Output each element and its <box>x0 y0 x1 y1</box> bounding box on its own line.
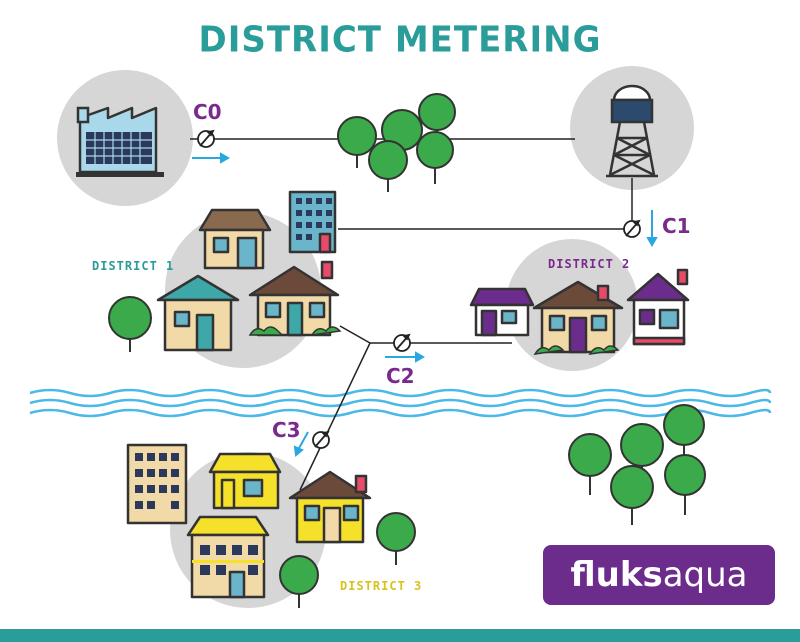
district-2-buildings <box>469 268 690 354</box>
district-1-buildings <box>156 190 340 352</box>
district-2-label: DISTRICT 2 <box>548 257 631 271</box>
meter-c3-label: C3 <box>272 418 301 442</box>
factory-icon <box>76 106 164 177</box>
district-3-buildings <box>126 443 372 599</box>
tree-district-3 <box>279 512 416 608</box>
pipes <box>190 138 633 491</box>
tree-cluster-top <box>337 93 456 192</box>
page-title: DISTRICT METERING <box>198 19 602 61</box>
tree-district-1 <box>108 296 152 352</box>
bushes <box>248 326 620 355</box>
logo-text-bold: fluks <box>570 555 663 595</box>
flow-arrows <box>192 152 658 457</box>
water-tower-icon <box>606 84 658 178</box>
logo-text-regular: aqua <box>662 555 748 595</box>
district-3-label: DISTRICT 3 <box>340 579 423 593</box>
tree-cluster-bottom-right <box>568 404 706 525</box>
meter-c1-label: C1 <box>662 214 691 238</box>
meter-c3-icon <box>312 430 330 449</box>
meter-c2-icon <box>393 333 411 352</box>
meter-c2-label: C2 <box>386 364 415 388</box>
meter-c1-icon <box>623 219 641 238</box>
footer-bar <box>0 629 800 642</box>
tower-circle <box>570 66 694 190</box>
meter-c0-icon <box>197 129 215 148</box>
river <box>29 388 772 418</box>
meter-c0-label: C0 <box>193 100 222 124</box>
district-1-label: DISTRICT 1 <box>92 259 175 273</box>
